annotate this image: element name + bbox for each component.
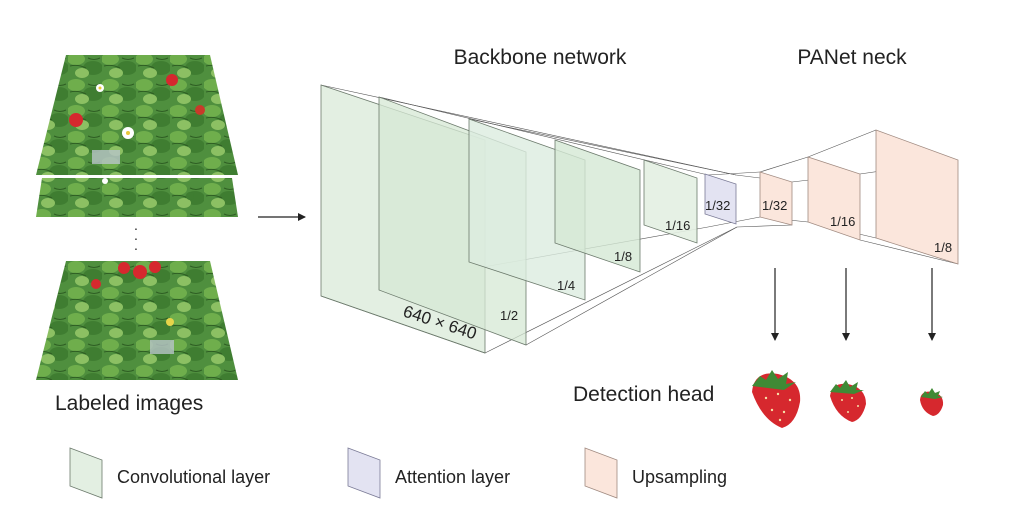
image-card-bottom — [36, 261, 238, 380]
legend-conv-label: Convolutional layer — [117, 467, 270, 487]
panet-neck: 1/32 1/16 1/8 — [759, 129, 959, 265]
labeled-images-label: Labeled images — [55, 392, 203, 415]
image-card-top — [36, 55, 238, 175]
scale-label-1-16: 1/16 — [665, 218, 690, 233]
neck-scale-label-1-16: 1/16 — [830, 214, 855, 229]
backbone-network: 640 × 640 1/2 1/4 1/8 1/16 1/32 — [320, 84, 793, 354]
legend-attention-swatch — [347, 447, 381, 499]
detection-head-label: Detection head — [573, 383, 714, 406]
neck-title: PANet neck — [797, 46, 907, 69]
backbone-title: Backbone network — [454, 46, 627, 69]
legend-upsampling-swatch — [584, 447, 618, 499]
strawberry-small-icon — [920, 388, 944, 416]
upsampling-layer-1-32 — [759, 171, 793, 226]
legend-attention: Attention layer — [347, 447, 510, 499]
legend-upsampling-label: Upsampling — [632, 467, 727, 487]
connector-lines — [320, 84, 793, 354]
conv-layer-3 — [554, 139, 641, 273]
legend-conv-swatch — [69, 447, 103, 499]
upsampling-layer-1-8 — [875, 129, 959, 265]
scale-label-1-2: 1/2 — [500, 308, 518, 323]
neck-scale-label-1-32: 1/32 — [762, 198, 787, 213]
legend-upsampling: Upsampling — [584, 447, 727, 499]
ellipsis-dot: · — [134, 240, 139, 256]
legend-attention-label: Attention layer — [395, 467, 510, 487]
conv-layer-4 — [643, 159, 698, 244]
ellipsis-dot: · — [134, 220, 139, 236]
strawberry-medium-icon — [830, 380, 866, 422]
labeled-images-stack: · · · — [36, 55, 238, 380]
legend-conv: Convolutional layer — [69, 447, 270, 499]
strawberry-large-icon — [752, 370, 801, 428]
upsampling-layer-1-16 — [807, 156, 861, 241]
image-card-middle — [36, 178, 238, 217]
neck-scale-label-1-8: 1/8 — [934, 240, 952, 255]
ellipsis-dot: · — [134, 230, 139, 246]
scale-label-1-8: 1/8 — [614, 249, 632, 264]
scale-label-1-4: 1/4 — [557, 278, 575, 293]
attention-layer — [704, 173, 737, 225]
legend: Convolutional layer Attention layer Upsa… — [69, 447, 727, 499]
attention-scale-label: 1/32 — [705, 198, 730, 213]
